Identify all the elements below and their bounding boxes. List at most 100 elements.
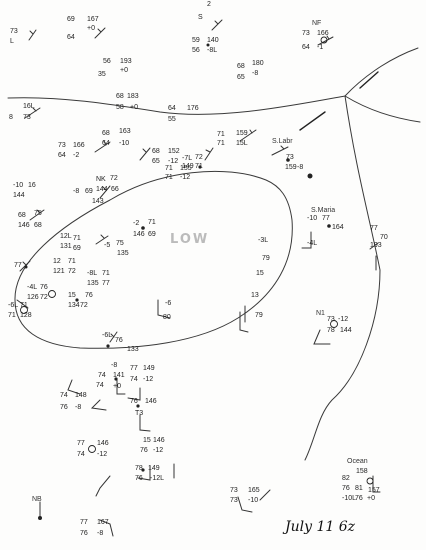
station-dot (114, 377, 118, 381)
station-dot (136, 404, 140, 408)
observation-label: 56 (192, 47, 200, 54)
observation-label: -12 (97, 451, 108, 458)
observation-label: 135 (117, 250, 129, 257)
observation-label: 193 (120, 58, 132, 65)
observation-label: 68 (102, 130, 110, 137)
wind-barb (29, 209, 45, 221)
observation-label: 74 (77, 451, 85, 458)
observation-label: 144 (13, 192, 25, 199)
station-dot (198, 165, 202, 169)
observation-label: -7L (182, 155, 193, 162)
observation-label: 77 (102, 280, 110, 287)
observation-label: 141 (113, 372, 125, 379)
observation-label: -8 (73, 188, 80, 195)
wind-barb (16, 299, 29, 309)
observation-label: 66 (111, 186, 119, 193)
station-ring (48, 290, 56, 298)
observation-label: 133 (127, 346, 139, 353)
wind-barb (259, 489, 271, 501)
observation-label: 74 (60, 392, 68, 399)
observation-label: 159 (285, 164, 297, 171)
wind-barb (95, 475, 111, 497)
station-dot (141, 468, 145, 472)
station-dot (24, 265, 28, 269)
observation-label: 149 (182, 163, 194, 170)
observation-label: -5 (104, 242, 111, 249)
station-dot (141, 226, 145, 230)
observation-label: 128 (20, 312, 32, 319)
observation-label: 64 (168, 105, 176, 112)
observation-label: +0 (87, 25, 95, 32)
observation-label: 82 (342, 475, 350, 482)
observation-label: -3L (258, 237, 269, 244)
wind-barb (109, 331, 118, 343)
observation-label: 2 (207, 1, 211, 8)
observation-label: 71 (217, 140, 225, 147)
observation-label: 77 (130, 365, 138, 372)
observation-label: 16L (23, 103, 35, 110)
place-label: Ocean (347, 458, 368, 465)
observation-label: 77 (322, 215, 330, 222)
observation-label: 72 (80, 302, 88, 309)
wind-barb (204, 147, 214, 161)
place-label: S.Maria (311, 207, 336, 214)
observation-label: -6L (8, 302, 19, 309)
map-caption: July 11 6z (285, 519, 356, 535)
observation-label: 73 (286, 154, 294, 161)
observation-label: 55 (168, 116, 176, 123)
observation-label: 15 (143, 437, 151, 444)
observation-label: 71 (148, 219, 156, 226)
observation-label: S (198, 14, 203, 21)
observation-label: 58 (116, 104, 124, 111)
observation-label: 72 (195, 154, 203, 161)
observation-label: 64 (67, 34, 75, 41)
observation-label: -8L (207, 47, 218, 54)
observation-label: 76 (355, 495, 363, 502)
observation-label: 68 (18, 212, 26, 219)
observation-label: 13 (251, 292, 259, 299)
place-label: NF (312, 20, 322, 27)
observation-label: 163 (119, 128, 131, 135)
station-ring (330, 320, 338, 328)
observation-label: 35 (98, 71, 106, 78)
observation-label: -10 (248, 497, 259, 504)
observation-label: -10 (13, 182, 24, 189)
observation-label: 15L (236, 140, 248, 147)
observation-label: 72 (40, 294, 48, 301)
observation-label: 183 (127, 93, 139, 100)
place-label: N1 (316, 310, 325, 317)
wind-barb (127, 387, 141, 401)
observation-label: 69 (148, 231, 156, 238)
wind-barb (139, 147, 151, 161)
observation-label: 78 (135, 465, 143, 472)
observation-label: -10 (307, 215, 318, 222)
observation-label: 165 (248, 487, 260, 494)
wind-barb (94, 140, 111, 153)
observation-label: 166 (317, 30, 329, 37)
observation-label: 135 (87, 280, 99, 287)
observation-label: 12L (60, 233, 72, 240)
observation-label: 73 (58, 142, 66, 149)
observation-label: 146 (18, 222, 30, 229)
observation-label: T3 (135, 410, 144, 417)
observation-label: 149 (148, 465, 160, 472)
observation-label: 15 (68, 292, 76, 299)
observation-label: 167 (87, 16, 99, 23)
wind-barb (239, 129, 257, 142)
observation-label: -10L (342, 495, 357, 502)
observation-label: 76 (140, 447, 148, 454)
observation-label: 167 (97, 519, 109, 526)
observation-label: 79 (262, 255, 270, 262)
observation-label: 71 (20, 302, 28, 309)
observation-label: 74 (96, 382, 104, 389)
observation-label: 73 (327, 316, 335, 323)
observation-label: 76 (135, 475, 143, 482)
observation-label: 149 (143, 365, 155, 372)
observation-label: 69 (73, 245, 81, 252)
observation-label: 146 (153, 437, 165, 444)
observation-label: 12 (53, 258, 61, 265)
observation-label: 64 (102, 140, 110, 147)
observation-label: 65 (237, 74, 245, 81)
